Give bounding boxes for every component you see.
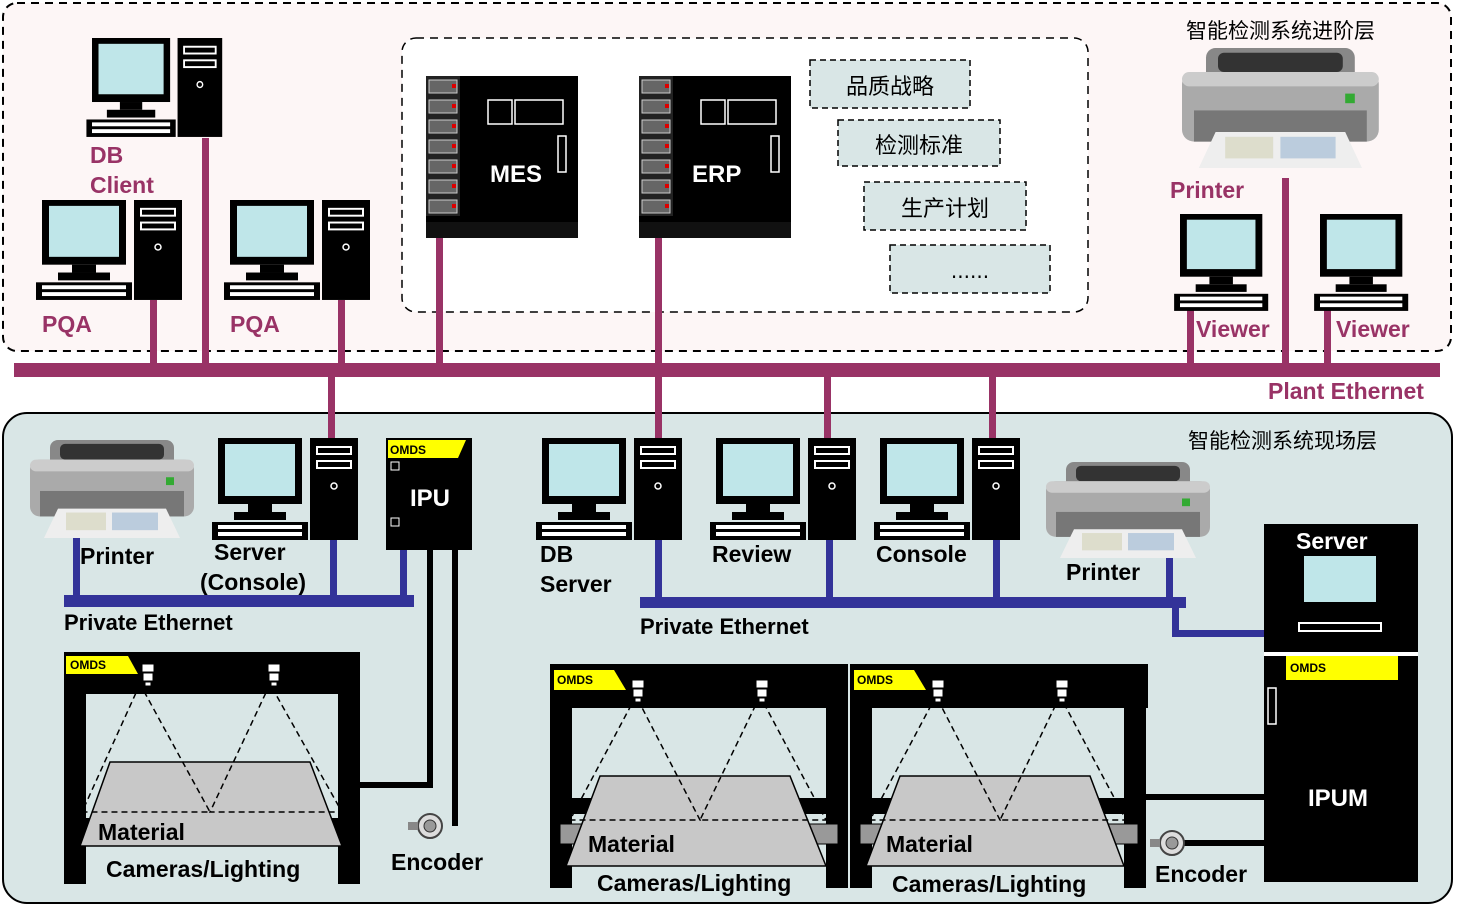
- pqa-right-label: PQA: [230, 311, 280, 337]
- strategy-label-1: 品质战略: [846, 75, 934, 100]
- upper-zone-title: 智能检测系统进阶层: [1186, 19, 1375, 43]
- strategy-label-2: 检测标准: [875, 134, 963, 159]
- plant-ethernet-label: Plant Ethernet: [1268, 378, 1424, 404]
- ipum-omds-label: OMDS: [1290, 661, 1326, 675]
- mes-label: MES: [490, 161, 542, 188]
- erp-label: ERP: [692, 161, 741, 188]
- ipum-cabinet: [1264, 524, 1418, 882]
- pqa-left-label: PQA: [42, 311, 92, 337]
- private-ethernet-right-label: Private Ethernet: [640, 614, 809, 639]
- lower-right-printer-icon: [1046, 462, 1210, 558]
- frame2-omds-label: OMDS: [557, 673, 593, 687]
- viewer-left-monitor-icon: [1174, 214, 1269, 311]
- ipu-label: IPU: [410, 485, 450, 512]
- strategy-box-1: [809, 59, 971, 109]
- ipu-omds-label: OMDS: [390, 443, 426, 457]
- strategy-label-3: 生产计划: [901, 197, 989, 222]
- erp-server-icon: [638, 75, 792, 239]
- upper-printer-label: Printer: [1170, 177, 1244, 203]
- upper-printer-icon: [1182, 48, 1379, 168]
- frame1-omds-label: OMDS: [70, 658, 106, 672]
- db-server-label-1: DB: [540, 541, 573, 567]
- strategy-box-2: [837, 119, 1001, 167]
- frame3-material-label: Material: [886, 831, 973, 857]
- server-console-label-1: Server: [214, 539, 286, 565]
- server-console-computer-icon: [211, 437, 359, 541]
- encoder-left-label: Encoder: [391, 849, 483, 875]
- review-label: Review: [712, 541, 791, 567]
- ipum-label: IPUM: [1308, 785, 1368, 812]
- pqa-right-computer-icon: [223, 199, 371, 301]
- private-ethernet-left-label: Private Ethernet: [64, 610, 233, 635]
- viewer-left-label: Viewer: [1196, 316, 1270, 342]
- inspection-frame-3: [850, 664, 1148, 888]
- encoder-right-label: Encoder: [1155, 861, 1247, 887]
- strategy-box-3: [863, 181, 1027, 231]
- lower-right-printer-label: Printer: [1066, 559, 1140, 585]
- cable-ipu-frame: [360, 550, 433, 788]
- frame3-omds-label: OMDS: [857, 673, 893, 687]
- ipu-box: [386, 438, 472, 550]
- frame1-material-label: Material: [98, 819, 185, 845]
- mes-server-icon: [425, 75, 579, 239]
- inspection-frame-2: [550, 664, 848, 888]
- server-console-label-2: (Console): [200, 569, 306, 595]
- viewer-right-monitor-icon: [1314, 214, 1409, 311]
- db-client-label-1: DB: [90, 142, 123, 168]
- frame1-cameras-label: Cameras/Lighting: [106, 856, 300, 882]
- lower-left-printer-icon: [30, 440, 194, 538]
- plant-ethernet-bus: [14, 363, 1440, 377]
- db-server-label-2: Server: [540, 571, 612, 597]
- db-client-label-2: Client: [90, 172, 154, 198]
- ipum-server-label: Server: [1296, 528, 1368, 554]
- console-computer-icon: [873, 437, 1021, 541]
- frame3-cameras-label: Cameras/Lighting: [892, 871, 1086, 897]
- private-ethernet-bus-right: [640, 597, 1186, 608]
- viewer-right-label: Viewer: [1336, 316, 1410, 342]
- lower-zone-title: 智能检测系统现场层: [1188, 429, 1377, 453]
- frame2-material-label: Material: [588, 831, 675, 857]
- strategy-label-4: ......: [951, 259, 989, 283]
- pqa-left-computer-icon: [35, 199, 183, 301]
- console-label: Console: [876, 541, 967, 567]
- inspection-frame-1: [64, 652, 360, 884]
- db-server-computer-icon: [535, 437, 683, 541]
- strategy-box-4: [889, 244, 1051, 294]
- review-computer-icon: [709, 437, 857, 541]
- frame2-cameras-label: Cameras/Lighting: [597, 870, 791, 896]
- lower-left-printer-label: Printer: [80, 543, 154, 569]
- private-ethernet-bus-left: [64, 595, 414, 607]
- db-client-computer-icon: [85, 37, 223, 138]
